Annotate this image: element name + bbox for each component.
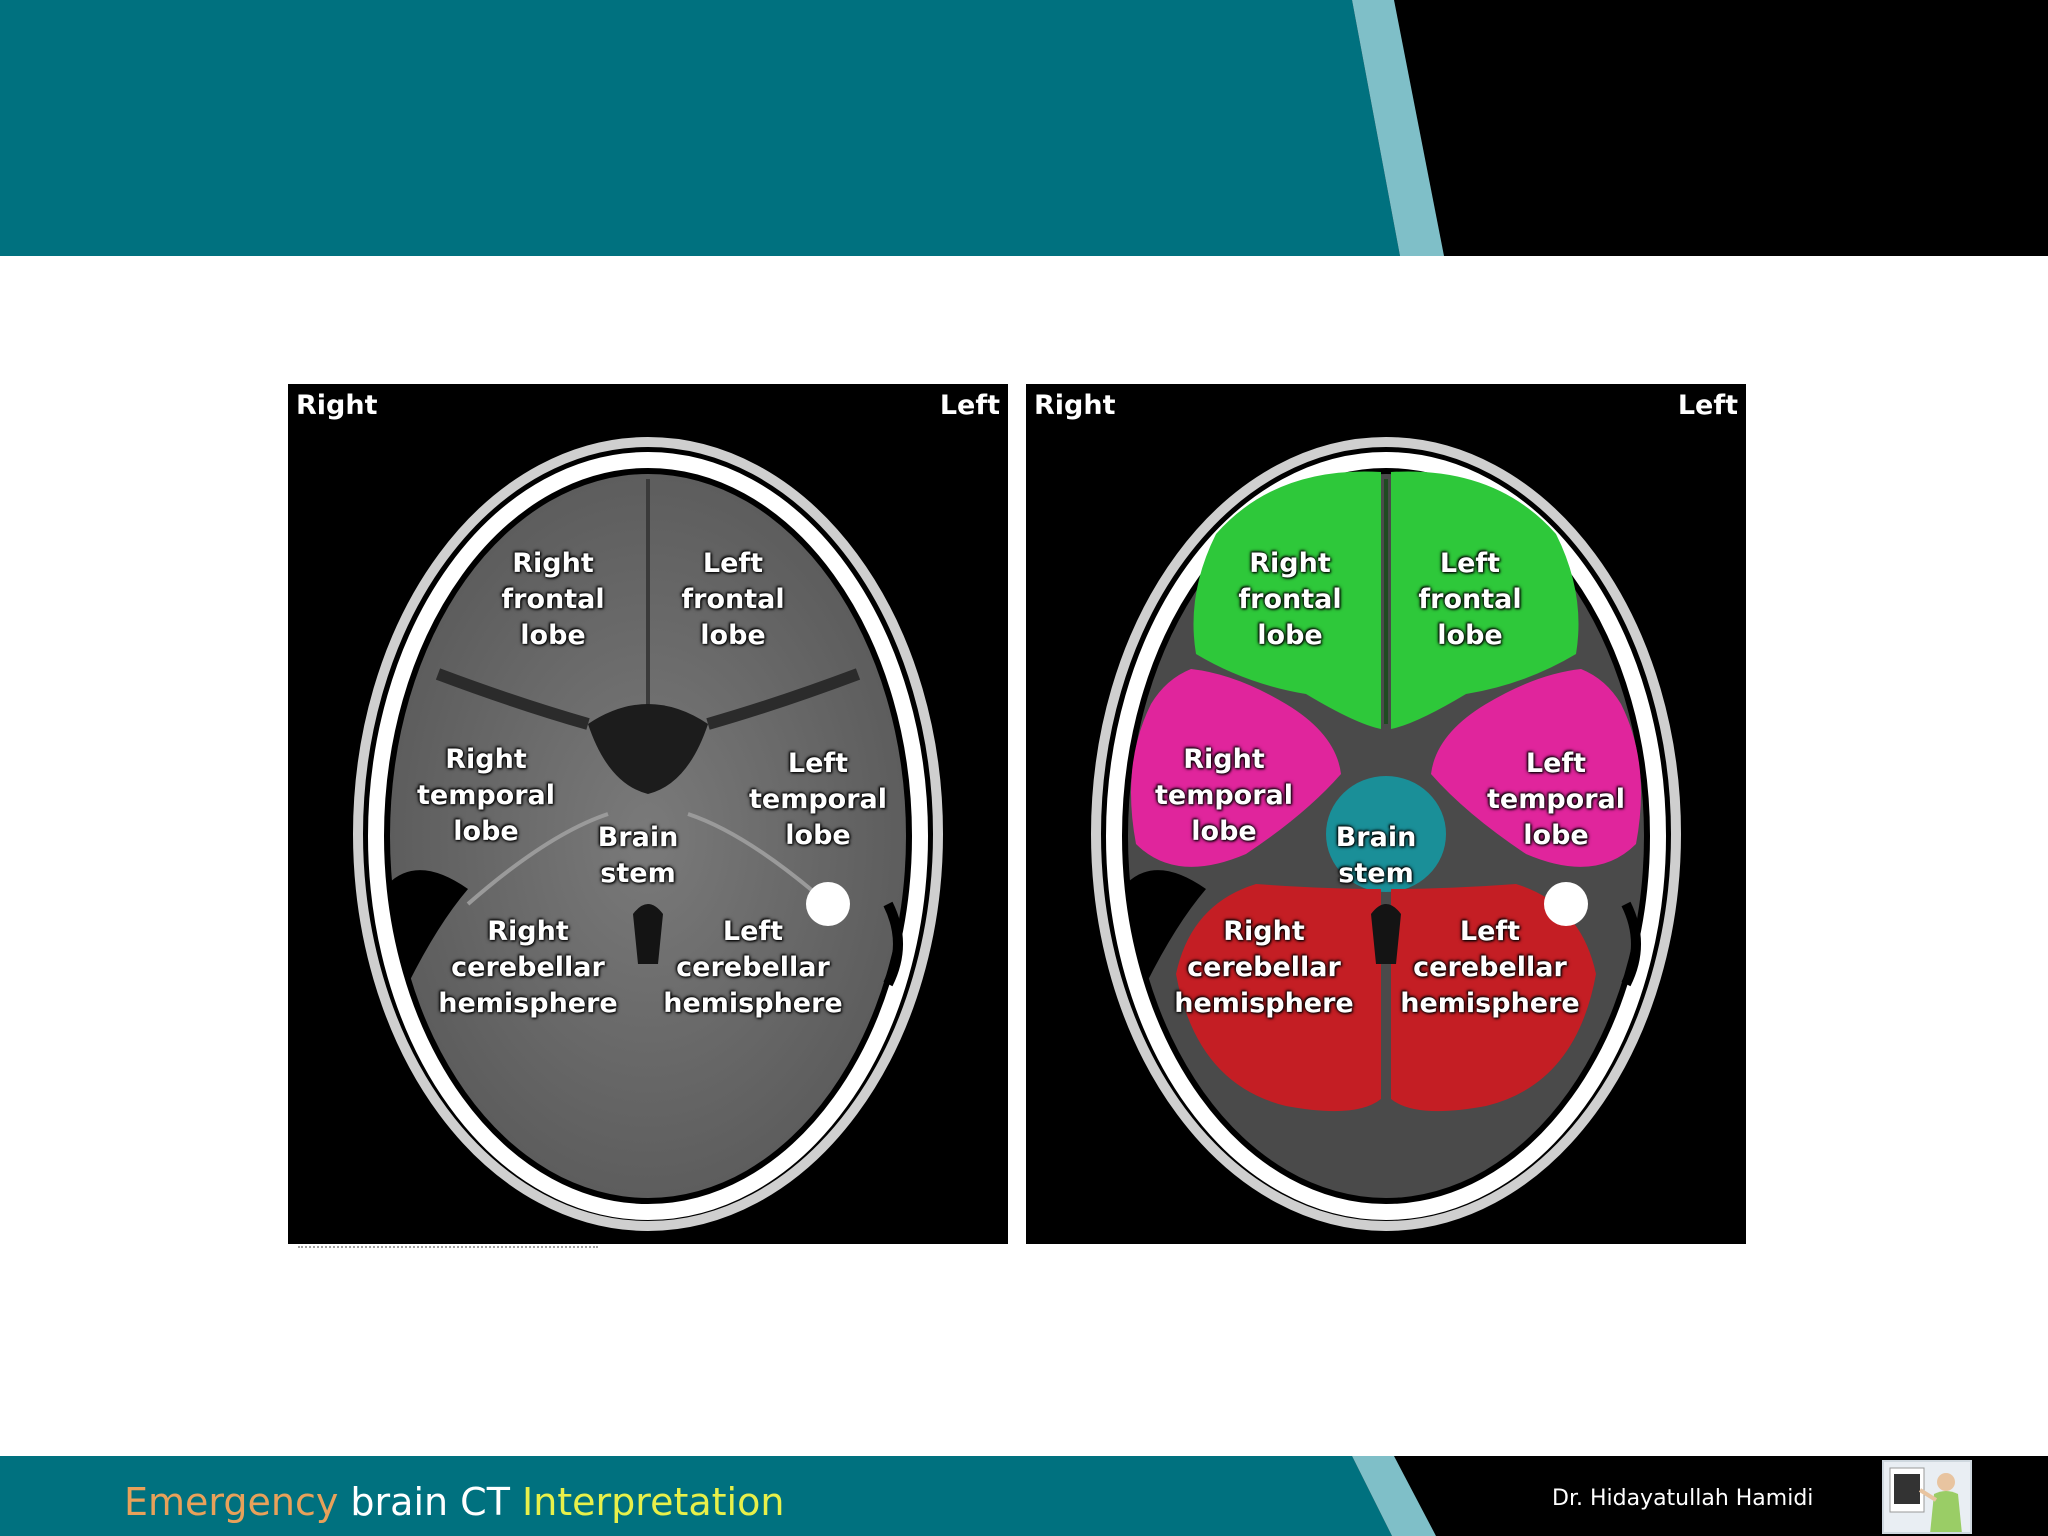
- ct-scan-grayscale-drawing: [353, 437, 943, 1231]
- region-left-cerebellar: [1391, 884, 1596, 1112]
- label-brain-stem: Brain stem: [597, 822, 679, 889]
- label-left-frontal-lobe: Left frontal lobe: [681, 548, 785, 651]
- label-left-cerebellar-hemisphere: Left cerebellar hemisphere: [663, 916, 843, 1019]
- label-left-cerebellar-hemisphere: Left cerebellar hemisphere: [1400, 916, 1580, 1019]
- orientation-label-left: Left: [1677, 390, 1738, 421]
- footer-title-interpretation: Interpretation: [521, 1480, 785, 1524]
- author-name: Dr. Hidayatullah Hamidi: [1552, 1486, 1814, 1511]
- region-right-frontal: [1193, 471, 1381, 729]
- presenter-figure-icon: [1889, 1467, 1962, 1532]
- orientation-label-right: Right: [296, 390, 378, 421]
- image-caption-remnant: [298, 1246, 598, 1250]
- top-banner: [0, 0, 2048, 256]
- orientation-label-left: Left: [939, 390, 1000, 421]
- ct-image-grayscale: Right Left Right frontal lobe Left front…: [288, 384, 1008, 1244]
- label-right-temporal-lobe: Right temporal lobe: [1154, 744, 1294, 847]
- region-right-cerebellar: [1176, 884, 1381, 1112]
- label-right-cerebellar-hemisphere: Right cerebellar hemisphere: [1174, 916, 1354, 1019]
- label-left-frontal-lobe: Left frontal lobe: [1418, 548, 1522, 651]
- footer-title: Emergency brain CT Interpretation: [124, 1480, 784, 1524]
- ct-image-color-coded: Right Left Right frontal lobe Left front…: [1026, 384, 1746, 1244]
- label-left-temporal-lobe: Left temporal lobe: [1486, 748, 1626, 851]
- label-brain-stem: Brain stem: [1335, 822, 1417, 889]
- label-left-temporal-lobe: Left temporal lobe: [748, 748, 888, 851]
- label-right-cerebellar-hemisphere: Right cerebellar hemisphere: [438, 916, 618, 1019]
- footer-bar: [0, 1456, 2048, 1536]
- footer-title-emergency: Emergency: [124, 1480, 339, 1524]
- region-left-frontal: [1391, 471, 1579, 729]
- orientation-label-right: Right: [1034, 390, 1116, 421]
- label-right-temporal-lobe: Right temporal lobe: [416, 744, 556, 847]
- label-right-frontal-lobe: Right frontal lobe: [1238, 548, 1342, 651]
- region-left-temporal: [1431, 669, 1641, 867]
- footer-title-brain-ct: brain CT: [338, 1480, 522, 1524]
- author-avatar: [1882, 1460, 1972, 1534]
- region-right-temporal: [1131, 669, 1341, 867]
- label-right-frontal-lobe: Right frontal lobe: [501, 548, 605, 651]
- region-brain-stem: [1326, 776, 1446, 892]
- ct-scan-colored-drawing: [1091, 437, 1681, 1231]
